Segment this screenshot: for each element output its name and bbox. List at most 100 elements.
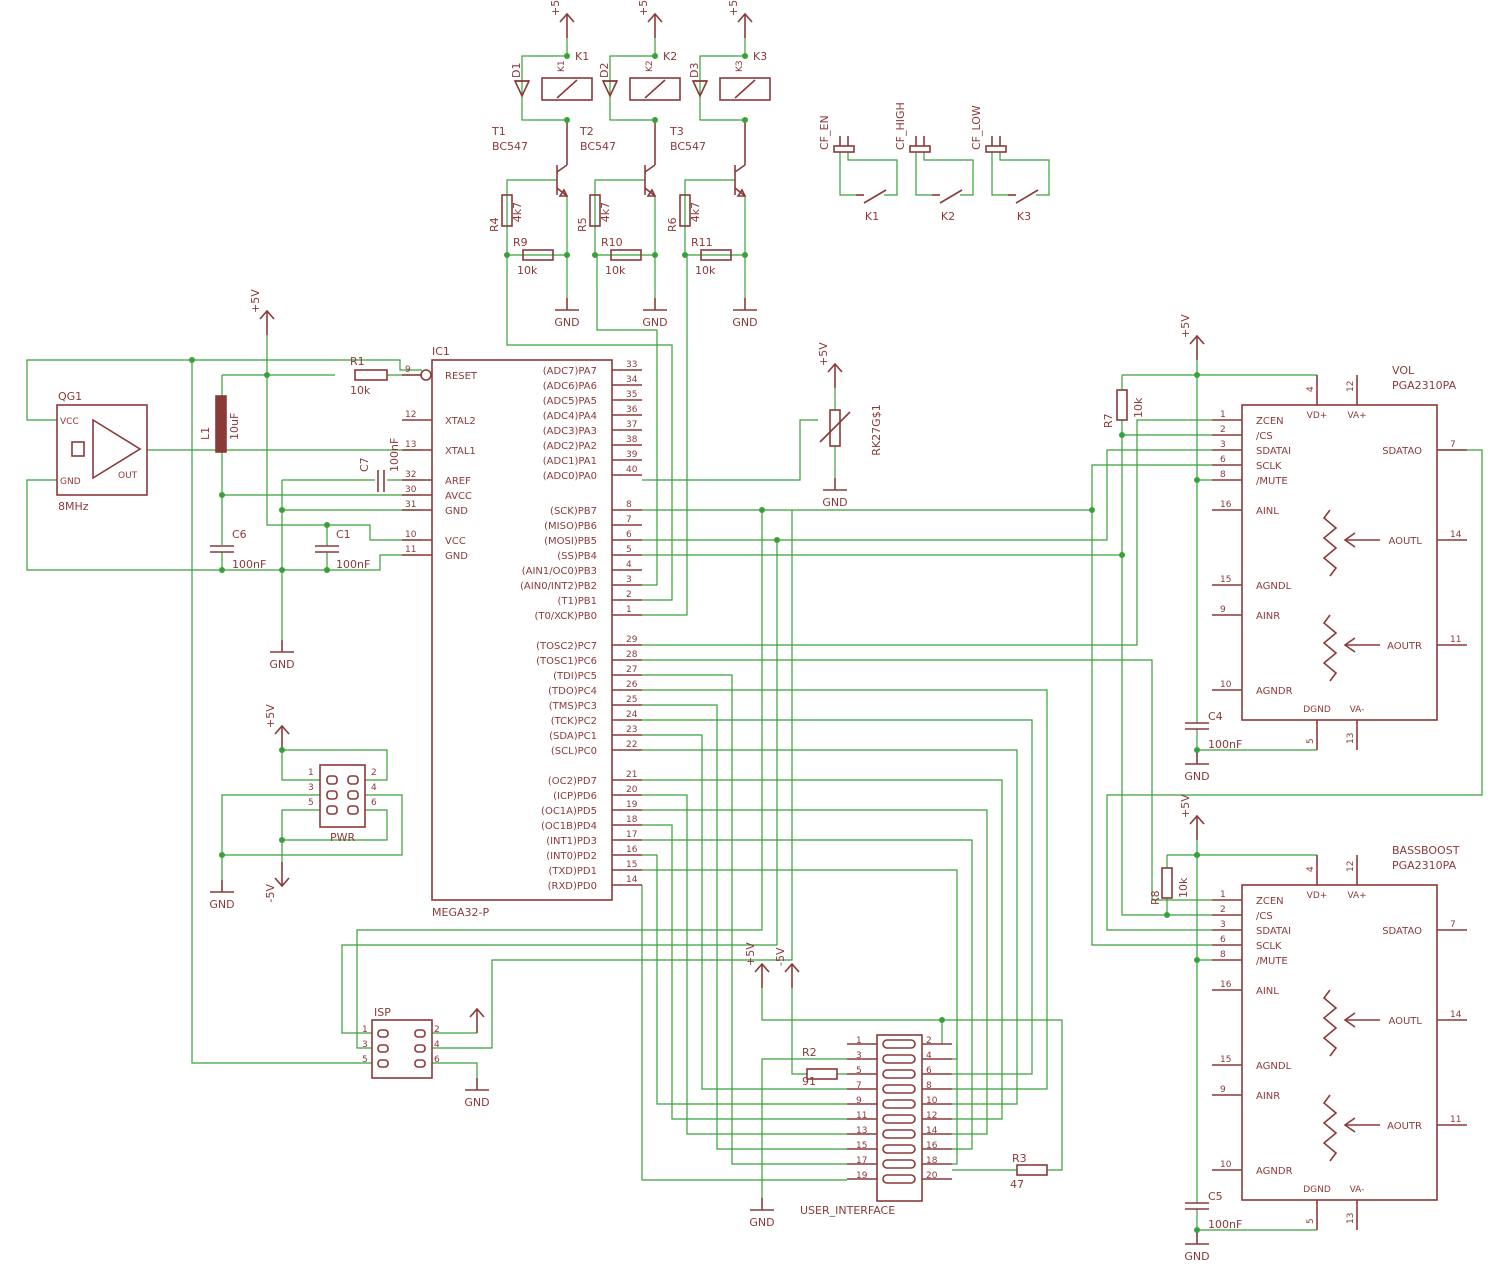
pga-pin-label: AOUTL xyxy=(1388,1016,1422,1027)
wire xyxy=(642,869,958,1165)
vcc-arrow-icon xyxy=(559,12,575,38)
junction-dot xyxy=(939,1017,945,1023)
vcc-arrow-icon xyxy=(259,309,275,335)
header-pin-icon xyxy=(377,1044,389,1053)
mcu-pin-number: 3 xyxy=(626,575,632,585)
mcu-pin-number: 16 xyxy=(626,845,638,855)
ground-label: GND xyxy=(822,496,847,509)
vcc-arrow-icon xyxy=(647,12,663,38)
pga-pin-label: ZCEN xyxy=(1256,896,1284,907)
pga-pin-number: 2 xyxy=(1220,425,1226,435)
wire xyxy=(642,794,847,1135)
supply-head xyxy=(827,362,843,373)
connector-pin-icon xyxy=(882,1174,916,1184)
ui-pin-number: 19 xyxy=(856,1171,868,1181)
supply-head xyxy=(469,1007,485,1018)
pga-pin-number: 7 xyxy=(1450,920,1456,930)
contact-relay: K3 xyxy=(1017,210,1031,223)
pga-pin-number: 11 xyxy=(1450,1115,1461,1125)
ui-pin-number: 9 xyxy=(856,1096,862,1106)
symbol-line xyxy=(556,164,568,173)
resistor-pulldown xyxy=(610,249,642,261)
mcu-pin-number: 6 xyxy=(626,530,632,540)
junction-dot xyxy=(742,53,748,59)
mcu-pin-label: XTAL2 xyxy=(445,416,476,427)
pga-pot-icon xyxy=(1322,614,1338,682)
pwr-pin-number: 3 xyxy=(308,783,314,793)
pwr-pin-number: 6 xyxy=(371,798,377,808)
mcu-pin-number: 32 xyxy=(405,470,416,480)
mcu-pin-label: (TDI)PC5 xyxy=(553,671,597,682)
rb-value: 4k7 xyxy=(599,202,612,222)
junction-dot xyxy=(219,567,225,573)
isp-pin-number: 2 xyxy=(434,1025,440,1035)
mcu-pin-number: 37 xyxy=(626,420,637,430)
mcu-value: MEGA32-P xyxy=(432,906,489,919)
wire xyxy=(642,689,1048,1090)
supply-label: -5V xyxy=(264,884,277,903)
pga-pin-number: 13 xyxy=(1346,733,1356,744)
rb-value: 4k7 xyxy=(689,202,702,222)
l1-label: L1 xyxy=(199,427,212,440)
junction-dot xyxy=(774,537,780,543)
resistor-R8 xyxy=(1161,867,1173,899)
mcu-pin-label: GND xyxy=(445,506,468,517)
vcc-arrow-icon xyxy=(827,362,843,388)
pga-pin-label: VA- xyxy=(1350,705,1365,715)
junction-dot xyxy=(1089,507,1095,513)
r1-label: R1 xyxy=(350,355,365,368)
junction-dot xyxy=(1194,957,1200,963)
mcu-pin-label: (OC1A)PD5 xyxy=(541,806,597,817)
junction-dot xyxy=(564,53,570,59)
mcu-pin-number: 25 xyxy=(626,695,637,705)
c5-value: 100nF xyxy=(1208,1218,1242,1231)
ground-label: GND xyxy=(269,658,294,671)
connector-pin-icon xyxy=(882,1129,916,1139)
mcu-pin-number: 38 xyxy=(626,435,638,445)
wire xyxy=(684,179,735,255)
connector-pin-icon xyxy=(882,1054,916,1064)
header-pin-icon xyxy=(347,790,359,800)
junction-dot xyxy=(652,252,658,258)
junction-dot xyxy=(219,852,225,858)
mcu-pin-number: 10 xyxy=(405,530,417,540)
ui-pin-number: 15 xyxy=(856,1141,867,1151)
supply-label: +5V xyxy=(1179,314,1192,338)
contact-name: CF_HIGH xyxy=(894,102,907,150)
mcu-pin-number: 23 xyxy=(626,725,637,735)
c4-label: C4 xyxy=(1208,710,1223,723)
mcu-pin-number: 5 xyxy=(626,545,632,555)
rb-label: R5 xyxy=(576,217,589,232)
wire xyxy=(999,152,1050,196)
power-header xyxy=(319,764,366,828)
mcu-pin-number: 34 xyxy=(626,375,638,385)
mcu-pin-label: (ADC0)PA0 xyxy=(543,471,597,482)
mcu-pin-label: (ADC2)PA2 xyxy=(543,441,597,452)
pga-pin-number: 16 xyxy=(1220,980,1232,990)
rb-value: 4k7 xyxy=(511,202,524,222)
transistor-label: T2 xyxy=(579,125,594,138)
pga-pin-number: 11 xyxy=(1450,635,1461,645)
junction-dot xyxy=(564,117,570,123)
pga-pin-label: ZCEN xyxy=(1256,416,1284,427)
wire xyxy=(642,779,1003,1120)
wire xyxy=(1091,510,1212,946)
header-pin-icon xyxy=(414,1029,426,1038)
wire xyxy=(222,794,403,856)
pga-pin-number: 5 xyxy=(1306,738,1316,744)
wire xyxy=(521,38,568,121)
symbol-line xyxy=(734,164,746,173)
transistor-value: BC547 xyxy=(580,140,616,153)
osc-gnd: GND xyxy=(60,477,81,487)
resistor-R2 xyxy=(806,1068,838,1080)
mcu-ic xyxy=(431,359,613,901)
wire xyxy=(221,794,320,880)
transistor-value: BC547 xyxy=(670,140,706,153)
transistor-arrow-icon xyxy=(736,188,747,197)
pga-name: BASSBOOST xyxy=(1392,844,1460,857)
rb-label: R4 xyxy=(488,217,501,232)
mcu-pin-label: VCC xyxy=(445,536,466,547)
wire xyxy=(642,449,1212,541)
mcu-pin-label: (INT0)PD2 xyxy=(546,851,597,862)
